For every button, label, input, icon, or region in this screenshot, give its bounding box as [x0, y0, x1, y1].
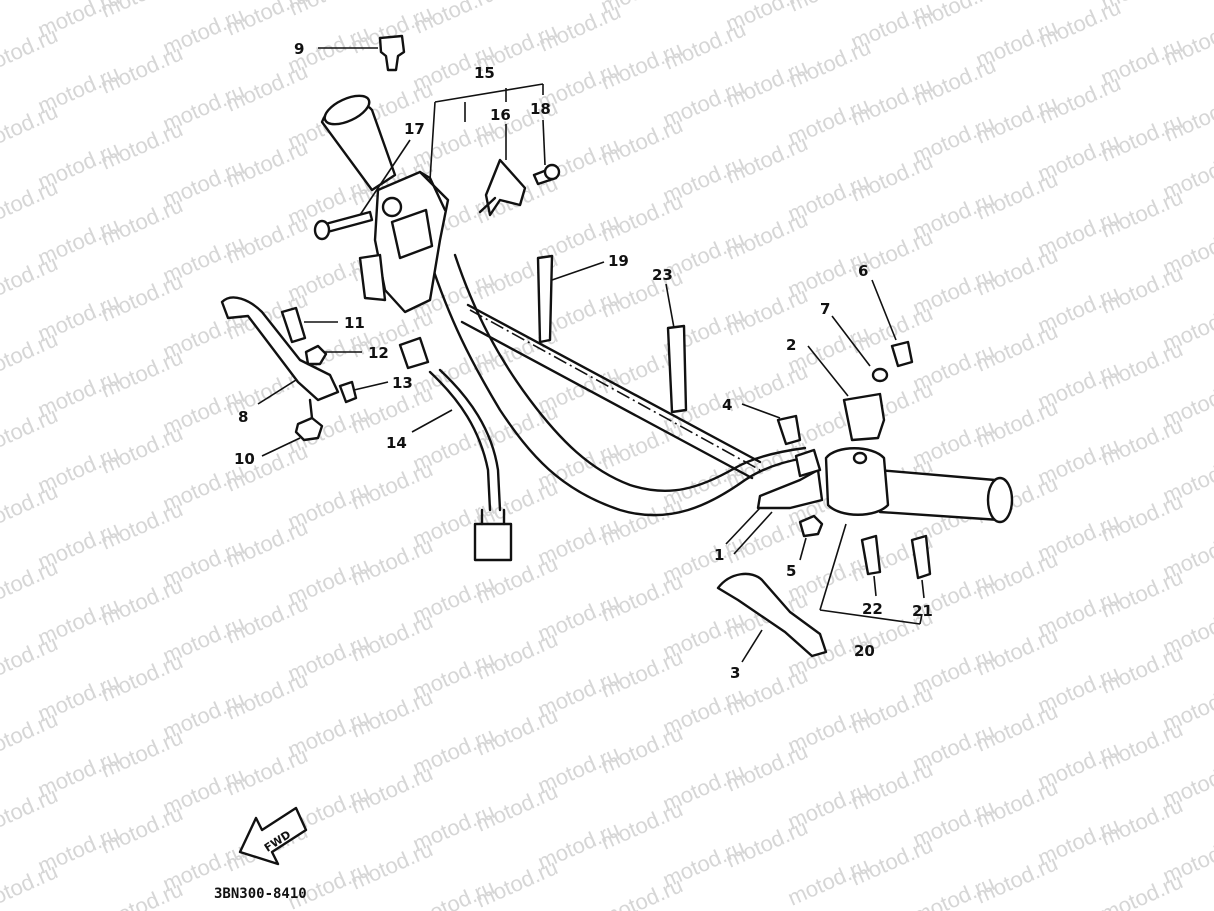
watermark-text: motod.ru — [0, 630, 61, 688]
callout-15: 15 — [474, 64, 495, 82]
screw-21 — [910, 534, 932, 580]
callout-12: 12 — [368, 344, 389, 362]
callout-18: 18 — [530, 100, 551, 118]
washer-7 — [871, 367, 889, 383]
callout-21: 21 — [912, 602, 933, 620]
callout-11: 11 — [344, 314, 365, 332]
callout-22: 22 — [862, 600, 883, 618]
callout-8: 8 — [238, 408, 248, 426]
cable-tie-23 — [666, 324, 688, 414]
nut-5 — [798, 514, 824, 538]
callout-9: 9 — [294, 40, 304, 58]
clutch-switch-wire-14 — [398, 336, 513, 562]
leader-lines — [257, 47, 925, 663]
screw-22 — [860, 534, 882, 576]
callout-17: 17 — [404, 120, 425, 138]
screw-13 — [338, 380, 358, 404]
brake-lever-3 — [716, 572, 828, 658]
watermark-text: motod.ru — [0, 402, 61, 460]
callout-5: 5 — [786, 562, 796, 580]
left-grip — [320, 94, 397, 192]
watermark-text: motod.ru — [597, 872, 686, 911]
watermark-text: motod.ru — [0, 98, 61, 156]
nut-12 — [304, 344, 328, 366]
handlebar — [428, 253, 807, 517]
holder-clamp-2 — [842, 392, 886, 442]
watermark-text: motod.ru — [0, 174, 61, 232]
watermark-text: motod.ru — [0, 554, 61, 612]
callout-labels: 1 2 3 4 5 6 7 8 9 10 11 12 13 14 15 16 1… — [234, 40, 933, 682]
watermark-text: motod.ru — [0, 478, 61, 536]
screw-17 — [313, 210, 374, 241]
callout-14: 14 — [386, 434, 407, 452]
watermark-text: motod.ru — [1097, 868, 1186, 911]
callout-23: 23 — [652, 266, 673, 284]
watermark-text: motod.ru — [97, 876, 186, 911]
callout-10: 10 — [234, 450, 255, 468]
handlebar-switch-left — [358, 170, 450, 314]
bolt-11 — [280, 306, 307, 344]
brake-lever-holder-1 — [756, 448, 824, 510]
callout-13: 13 — [392, 374, 413, 392]
callout-19: 19 — [608, 252, 629, 270]
watermark-text: motod.ru — [284, 856, 373, 911]
watermark-text: motod.ru — [0, 250, 61, 308]
fwd-arrow-icon: FWD — [238, 806, 308, 866]
watermark-text: motod.ru — [0, 858, 61, 911]
callout-2: 2 — [786, 336, 796, 354]
watermark-text: motod.ru — [0, 326, 61, 384]
watermark-text: motod.ru — [0, 782, 61, 840]
callout-6: 6 — [858, 262, 868, 280]
callout-16: 16 — [490, 106, 511, 124]
callout-4: 4 — [722, 396, 732, 414]
clutch-lever-8 — [220, 296, 340, 402]
bolt-6 — [890, 340, 914, 368]
screw-18 — [532, 163, 561, 186]
callout-1: 1 — [714, 546, 724, 564]
watermark-text: motod.ru — [0, 0, 61, 5]
diagram-code: 3BN300-8410 — [214, 886, 307, 902]
throttle-grip — [876, 468, 1014, 524]
callout-3: 3 — [730, 664, 740, 682]
watermark-text: motod.ru — [160, 0, 249, 3]
watermark-text: motod.ru — [0, 22, 61, 80]
lever-pivot-line — [308, 398, 314, 420]
cable-tie-19 — [536, 254, 554, 344]
callout-20: 20 — [854, 642, 875, 660]
switch-bracket-16 — [478, 158, 527, 217]
bolt-4 — [776, 414, 802, 446]
watermark-text: motod.ru — [0, 706, 61, 764]
handlebar-switch-right-20 — [824, 447, 890, 516]
callout-7: 7 — [820, 300, 830, 318]
screw-9 — [378, 34, 406, 72]
